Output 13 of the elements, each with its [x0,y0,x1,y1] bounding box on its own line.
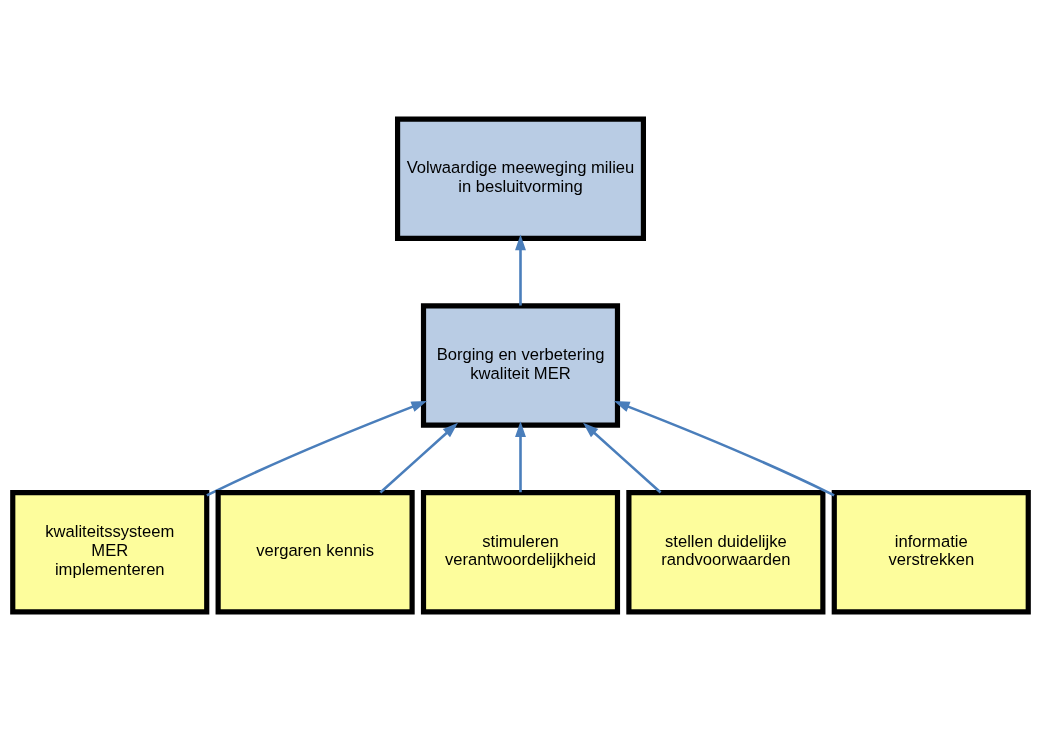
node-box: informatie verstrekken [831,489,1031,615]
node-box: Volwaardige meeweging milieu in besluitvorming [395,116,646,242]
arrow [379,422,458,494]
arrow [206,401,427,497]
node-box: vergaren kennis [215,489,415,615]
node-box: Borging en verbetering kwaliteit MER [420,303,621,428]
arrow [583,422,662,494]
node-box: stimuleren verantwoordelijkheid [420,489,621,615]
arrow [614,401,835,497]
arrow [515,421,526,493]
node-box: stellen duidelijke randvoorwaarden [626,489,826,615]
arrow [515,234,526,306]
node-box: kwaliteitssysteem MER implementeren [10,489,210,615]
